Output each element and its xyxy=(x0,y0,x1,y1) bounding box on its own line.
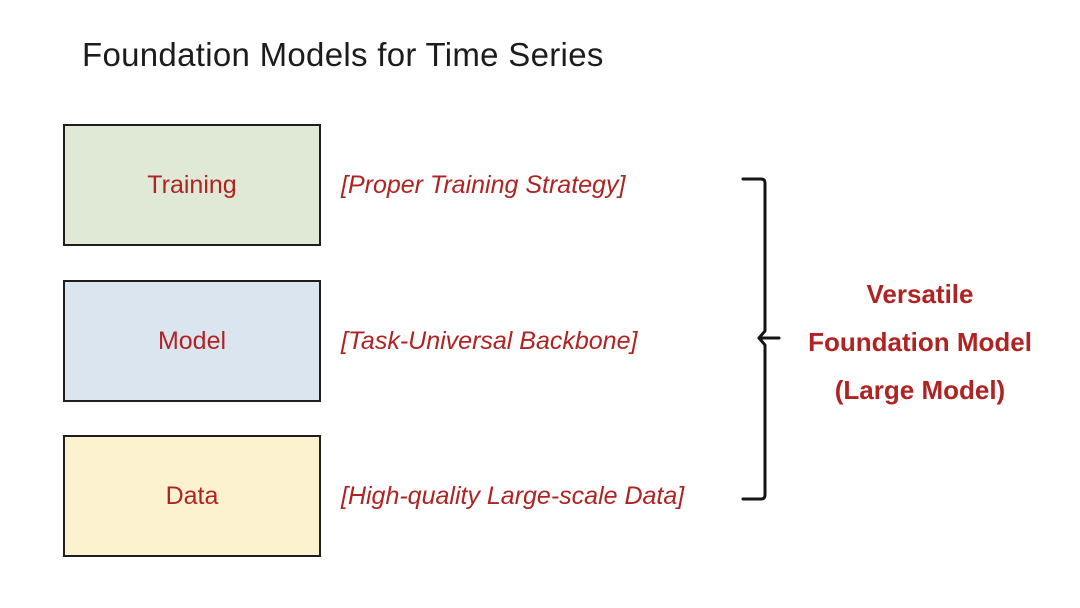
training-box-label: Training xyxy=(147,170,237,199)
result-text-block: Versatile Foundation Model (Large Model) xyxy=(798,270,1042,414)
result-line-2: Foundation Model xyxy=(808,327,1032,357)
data-annotation: [High-quality Large-scale Data] xyxy=(341,481,685,510)
result-line-1: Versatile xyxy=(866,279,974,309)
model-box: Model xyxy=(63,280,321,402)
data-box-label: Data xyxy=(165,481,219,510)
result-line-3: (Large Model) xyxy=(834,375,1006,405)
training-box: Training xyxy=(63,124,321,246)
model-box-label: Model xyxy=(157,326,227,355)
training-annotation: [Proper Training Strategy] xyxy=(341,170,626,199)
data-box: Data xyxy=(63,435,321,557)
page-title: Foundation Models for Time Series xyxy=(82,36,604,73)
curly-brace-icon xyxy=(741,177,781,501)
model-annotation: [Task-Universal Backbone] xyxy=(341,326,638,355)
